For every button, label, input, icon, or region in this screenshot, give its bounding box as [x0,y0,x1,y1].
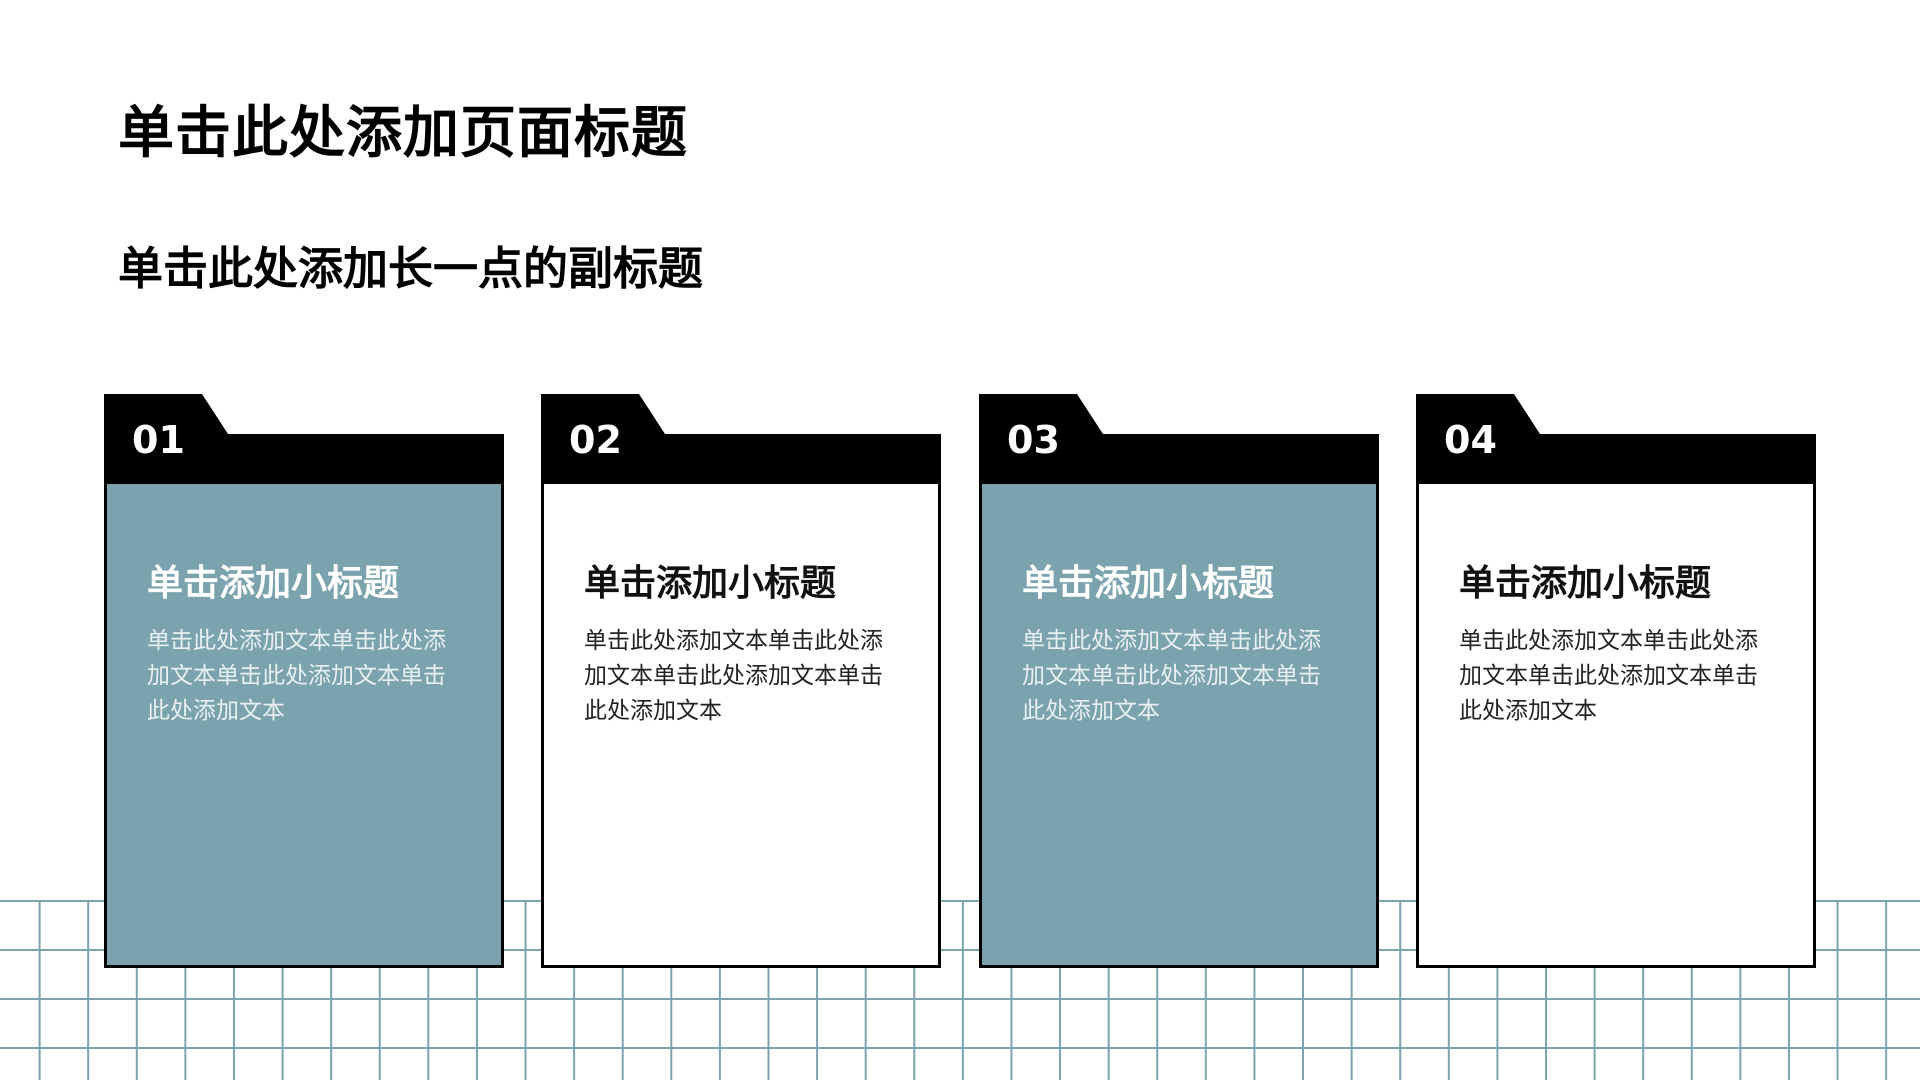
card-text[interactable]: 单击此处添加文本单击此处添加文本单击此处添加文本单击此处添加文本 [147,628,446,724]
card-body: 单击添加小标题 单击此处添加文本单击此处添加文本单击此处添加文本单击此处添加文本 [1416,484,1816,968]
card-text[interactable]: 单击此处添加文本单击此处添加文本单击此处添加文本单击此处添加文本 [584,628,883,724]
card-4: 04 单击添加小标题 单击此处添加文本单击此处添加文本单击此处添加文本单击此处添… [1416,394,1816,968]
card-3: 03 单击添加小标题 单击此处添加文本单击此处添加文本单击此处添加文本单击此处添… [979,394,1379,968]
card-number: 02 [569,418,622,462]
card-heading[interactable]: 单击添加小标题 [1459,563,1712,604]
card-heading[interactable]: 单击添加小标题 [1022,563,1275,604]
card-tab: 01 [104,394,504,486]
folder-tab-shape [104,394,504,486]
card-body: 单击添加小标题 单击此处添加文本单击此处添加文本单击此处添加文本单击此处添加文本 [979,484,1379,968]
card-body: 单击添加小标题 单击此处添加文本单击此处添加文本单击此处添加文本单击此处添加文本 [104,484,504,968]
page-title[interactable]: 单击此处添加页面标题 [118,101,688,166]
card-tab: 02 [541,394,941,486]
card-number: 04 [1444,418,1497,462]
folder-tab-shape [979,394,1379,486]
page-subtitle[interactable]: 单击此处添加长一点的副标题 [118,242,704,295]
card-heading[interactable]: 单击添加小标题 [584,563,837,604]
card-text[interactable]: 单击此处添加文本单击此处添加文本单击此处添加文本单击此处添加文本 [1022,628,1321,724]
card-number: 03 [1007,418,1060,462]
card-tab: 03 [979,394,1379,486]
card-2: 02 单击添加小标题 单击此处添加文本单击此处添加文本单击此处添加文本单击此处添… [541,394,941,968]
card-text[interactable]: 单击此处添加文本单击此处添加文本单击此处添加文本单击此处添加文本 [1459,628,1758,724]
folder-tab-shape [1416,394,1816,486]
card-heading[interactable]: 单击添加小标题 [147,563,400,604]
card-1: 01 单击添加小标题 单击此处添加文本单击此处添加文本单击此处添加文本单击此处添… [104,394,504,968]
card-body: 单击添加小标题 单击此处添加文本单击此处添加文本单击此处添加文本单击此处添加文本 [541,484,941,968]
card-number: 01 [132,418,185,462]
card-tab: 04 [1416,394,1816,486]
folder-tab-shape [541,394,941,486]
